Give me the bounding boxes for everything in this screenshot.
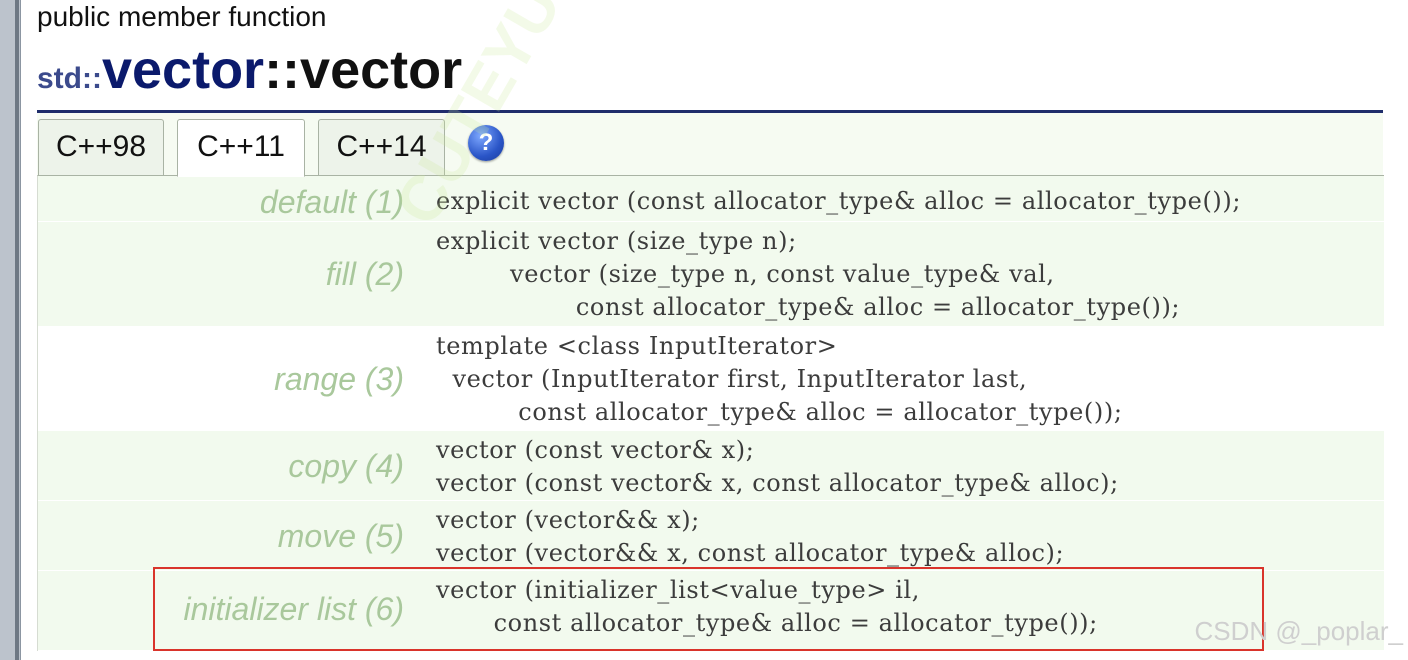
table-row: move (5) vector (vector&& x); vector (ve… [38, 501, 1384, 571]
table-row: fill (2) explicit vector (size_type n); … [38, 222, 1384, 327]
overload-code: template <class InputIterator> vector (I… [436, 332, 1123, 426]
table-row: default (1) explicit vector (const alloc… [38, 176, 1384, 222]
csdn-credit: CSDN @_poplar_ [1194, 616, 1403, 646]
version-tabs: C++98 C++11 C++14 [37, 113, 1383, 177]
title-separator: :: [264, 40, 301, 100]
page-title: std::vector::vector [37, 42, 462, 112]
tab-cpp98[interactable]: C++98 [38, 119, 164, 175]
table-row: initializer list (6) vector (initializer… [38, 571, 1384, 651]
member-kind: public member function [37, 1, 327, 32]
overload-label: move (5) [277, 518, 404, 554]
table-row: copy (4) vector (const vector& x); vecto… [38, 431, 1384, 501]
title-class[interactable]: vector [101, 40, 265, 100]
question-mark-icon[interactable]: ? [468, 125, 504, 161]
table-row: range (3) template <class InputIterator>… [38, 327, 1384, 431]
title-rule [37, 110, 1383, 113]
tab-cpp11[interactable]: C++11 [177, 119, 305, 177]
overload-label: fill (2) [325, 256, 404, 292]
overloads-table: default (1) explicit vector (const alloc… [37, 175, 1384, 651]
overload-code: vector (const vector& x); vector (const … [436, 436, 1119, 497]
title-namespace: std:: [37, 62, 102, 95]
tab-cpp14[interactable]: C++14 [318, 119, 445, 175]
overload-label: copy (4) [288, 448, 404, 484]
overload-code: vector (vector&& x); vector (vector&& x,… [436, 506, 1065, 567]
window-edge [0, 0, 21, 660]
window-edge-shadow [15, 0, 19, 660]
overload-code: explicit vector (size_type n); vector (s… [436, 227, 1181, 321]
title-function: vector [300, 40, 463, 100]
overload-label: range (3) [274, 361, 404, 397]
overload-label: initializer list (6) [183, 591, 404, 627]
overload-code: vector (initializer_list<value_type> il,… [436, 576, 1098, 637]
overload-code: explicit vector (const allocator_type& a… [436, 187, 1242, 215]
overload-label: default (1) [259, 184, 404, 220]
